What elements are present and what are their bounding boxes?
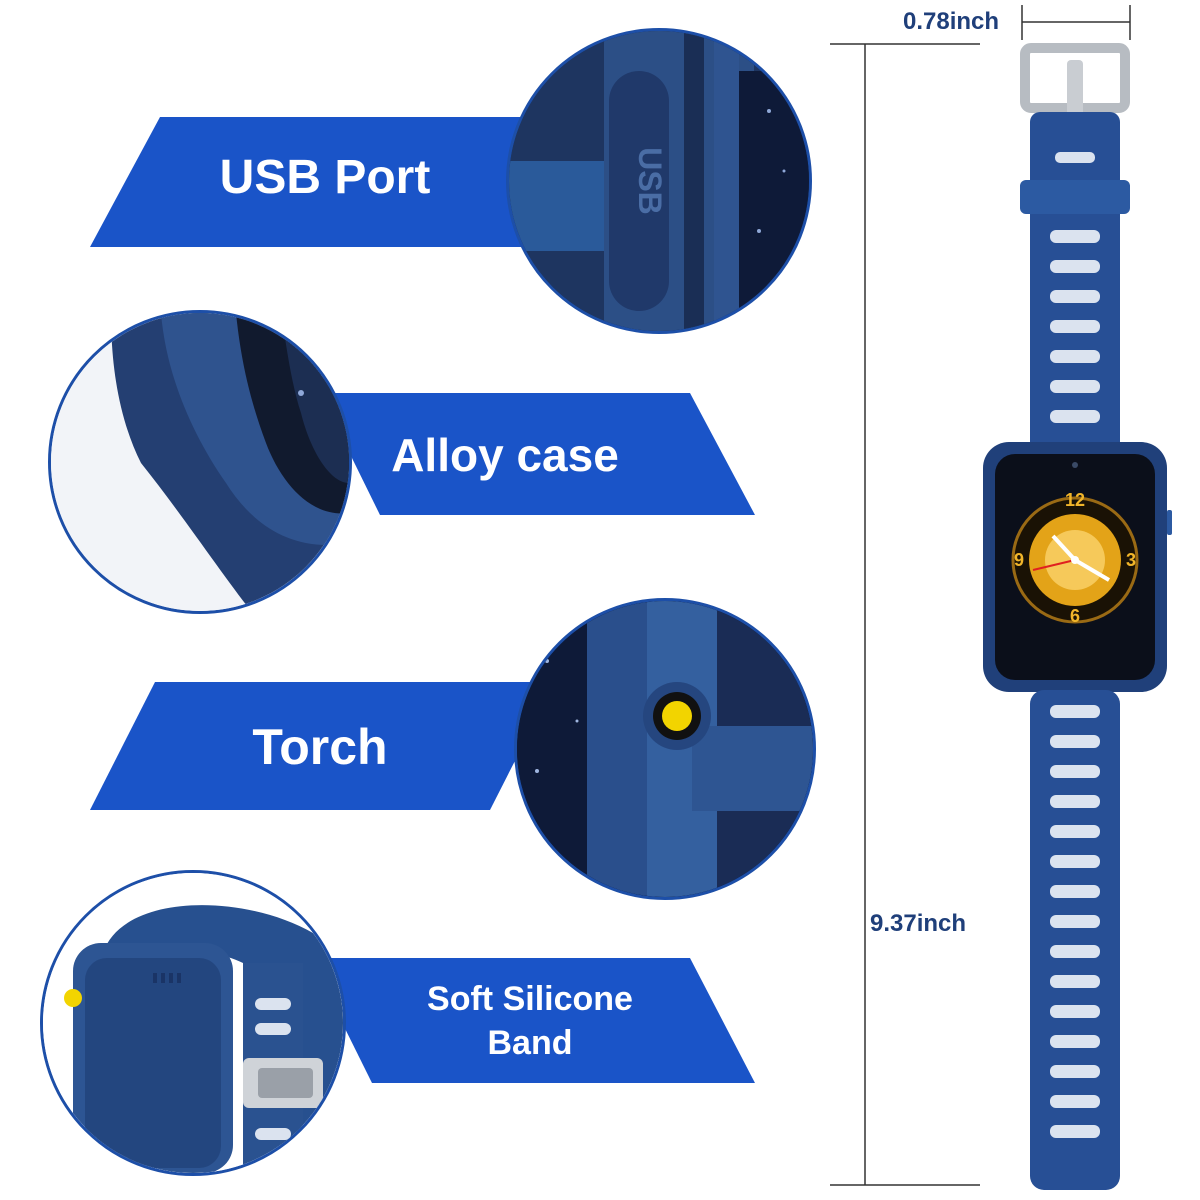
- usb-port-closeup-image: USB: [506, 28, 812, 334]
- banner-label-usb-port: USB Port: [219, 151, 431, 204]
- watch-numeral-12: 12: [1065, 490, 1085, 510]
- silicone-band-closeup-image: [40, 870, 346, 1176]
- watch-numeral-3: 3: [1126, 550, 1136, 570]
- banner-label-torch: Torch: [252, 719, 388, 775]
- banner-label-silicone-band-line2: Band: [487, 1024, 573, 1062]
- watch-numeral-6: 6: [1070, 606, 1080, 626]
- banner-alloy-case-shape: [320, 393, 755, 515]
- banner-label-alloy-case: Alloy case: [391, 429, 619, 481]
- banner-label-silicone-band-line1: Soft Silicone: [427, 980, 633, 1018]
- svg-text:USB: USB: [632, 147, 668, 215]
- dimension-lines: [830, 5, 1131, 1186]
- alloy-case-closeup-image: [48, 310, 352, 614]
- length-dimension-label: 9.37inch: [870, 910, 967, 937]
- banner-torch-shape: [90, 682, 555, 810]
- banner-silicone-band-shape: [310, 958, 755, 1083]
- width-dimension-label: 0.78inch: [903, 8, 1000, 35]
- watch-numeral-9: 9: [1014, 550, 1024, 570]
- torch-closeup-image: [514, 598, 816, 900]
- banner-usb-port-shape: [90, 117, 600, 247]
- smartwatch-full-view: 12 3 6 9: [983, 43, 1172, 1190]
